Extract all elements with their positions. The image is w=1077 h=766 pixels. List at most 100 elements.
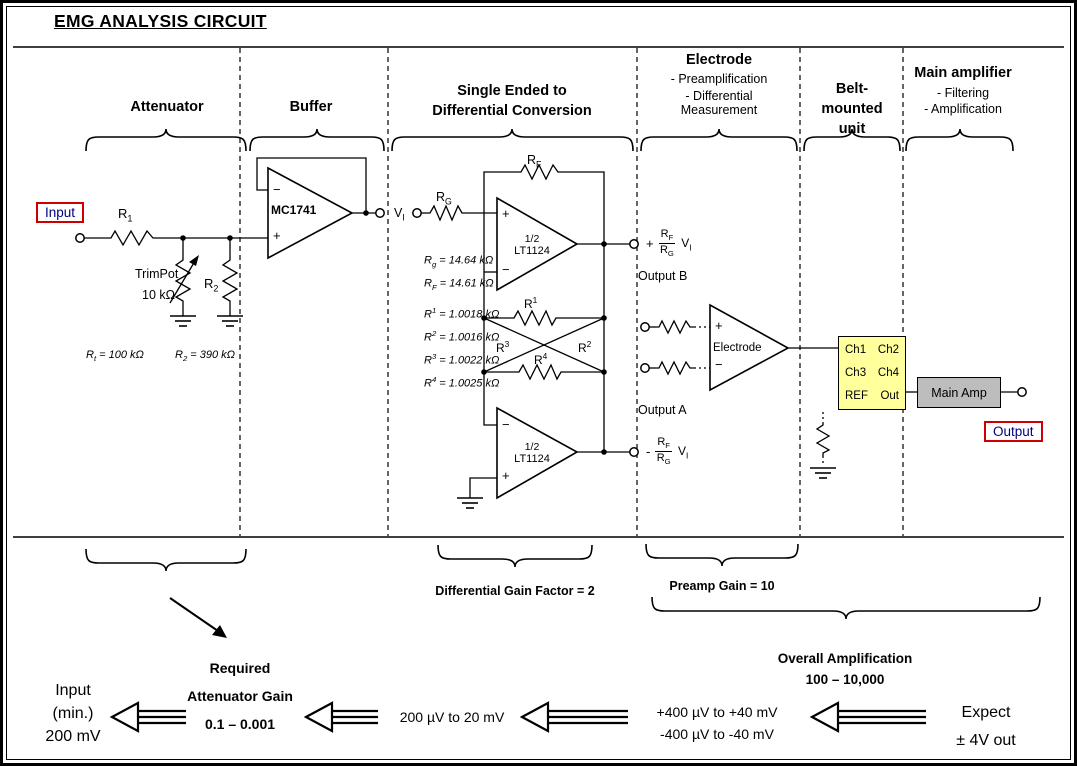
buffer-brace — [249, 128, 385, 152]
output-a-terminal — [629, 447, 639, 457]
electrode-plus-sign: + — [715, 318, 723, 333]
electrode-preamp — [709, 303, 790, 392]
output-a-gain-label: - RF RG VI — [646, 436, 689, 467]
buffer-plus-sign: + — [273, 228, 281, 243]
page-title: EMG ANALYSIS CIRCUIT — [54, 11, 267, 31]
r-sup2-label: R2 — [578, 339, 592, 355]
flow-range-block: +400 µV to +40 mV-400 µV to -40 mV — [656, 704, 778, 742]
dotted-wires — [694, 326, 824, 464]
r-sup4-label: R4 — [534, 351, 548, 367]
trimpot-value: 10 kΩ — [142, 288, 175, 302]
preamp-gain-label: Preamp Gain = 10 — [669, 579, 775, 593]
resistor-trimpot — [174, 256, 192, 304]
belt-cell: Ch4 — [877, 366, 899, 379]
col-electrode-label: Electrode - Preamplification - Different… — [670, 52, 768, 118]
opamps — [267, 166, 790, 500]
opamp-bottom-minus-sign: − — [502, 417, 510, 432]
belt-ground-resistor — [815, 422, 831, 456]
r2-note: R2 = 390 kΩ — [175, 349, 236, 364]
r2-label: R2 — [204, 276, 219, 294]
preamp-gain-brace — [645, 543, 799, 567]
flow-arrow-3 — [519, 701, 628, 733]
terminals — [75, 208, 1027, 457]
electrode-minus-sign: − — [715, 357, 723, 372]
flow-arrow-1 — [109, 701, 186, 733]
rt-note: Rt = 100 kΩ — [86, 349, 144, 364]
resistor-r1 — [106, 229, 158, 247]
se2diff-brace — [391, 128, 634, 152]
belt-cell: Ch3 — [845, 366, 867, 379]
belt-row: Ch3 Ch4 — [839, 367, 905, 379]
electrode-amp-label: Electrode — [713, 342, 762, 354]
col-attenuator-label: Attenuator — [130, 99, 204, 115]
note-line: R2 = 1.0016 kΩ — [424, 328, 500, 344]
note-line: Rg = 14.64 kΩ — [424, 254, 494, 269]
note-line: R1 = 1.0018 kΩ — [424, 306, 500, 321]
r-value-notes: R1 = 1.0018 kΩ R2 = 1.0016 kΩ R3 = 1.002… — [424, 303, 499, 394]
attenuator-brace — [85, 128, 247, 152]
resistor-r-sup4 — [515, 363, 565, 381]
input-label: Input — [36, 202, 85, 223]
buffer-opamp — [267, 166, 354, 260]
resistor-r-sup1 — [510, 309, 560, 327]
electrode-lead-top — [656, 319, 694, 335]
flow-arrow-4 — [809, 701, 926, 733]
trimpot-label: TrimPot — [135, 267, 179, 281]
r-sup1-label: R1 — [524, 295, 538, 311]
note-line: RF = 14.61 kΩ — [424, 277, 494, 292]
belt-cell: Ch1 — [845, 344, 867, 357]
r-sup3-label: R3 — [496, 339, 510, 355]
opamp-top-plus-sign: + — [502, 206, 510, 221]
flow-arrows — [109, 701, 926, 733]
junction-dots — [180, 210, 607, 455]
belt-unit-box: Ch1 Ch2 Ch3 Ch4 REF Out — [838, 336, 906, 410]
flow-input-block: Input(min.)200 mV — [45, 682, 101, 745]
electrode-lead-bottom — [656, 360, 694, 376]
opamp-bottom-plus-sign: + — [502, 468, 510, 483]
section-rules — [13, 46, 1064, 538]
mainamp-brace — [905, 128, 1014, 152]
rg-label: RG — [436, 190, 452, 207]
note-line: R4 = 1.0025 kΩ — [424, 374, 500, 390]
flow-arrow-2 — [303, 701, 378, 733]
note-line: R3 = 1.0022 kΩ — [424, 351, 500, 367]
rf-label: RF — [527, 153, 542, 170]
bottom-braces — [85, 543, 1041, 620]
lt1124-bottom-opamp — [496, 406, 579, 500]
output-label: Output — [984, 421, 1043, 442]
belt-brace — [803, 128, 901, 152]
resistor-r2 — [221, 256, 239, 304]
opamp-top-ic-label: 1/2 LT1124 — [514, 233, 550, 258]
output-b-label: Output B — [638, 269, 688, 283]
rg-rf-value-notes: Rg = 14.64 kΩ RF = 14.61 kΩ — [424, 249, 494, 295]
diff-gain-label: Differential Gain Factor = 2 — [435, 584, 595, 598]
lt1124-top-opamp — [496, 196, 579, 292]
belt-row: REF Out — [839, 390, 905, 402]
attenuator-gain-arrow — [169, 597, 227, 638]
section-dividers — [239, 48, 904, 536]
belt-row: Ch1 Ch2 — [839, 344, 905, 356]
col-mainamp-label: Main amplifier - Filtering - Amplificati… — [914, 65, 1012, 117]
output-a-label: Output A — [638, 403, 687, 417]
belt-cell: REF — [845, 389, 868, 402]
output-b-gain-label: + RF RG VI — [646, 228, 692, 259]
opamp-top-minus-sign: − — [502, 262, 510, 277]
electrode-brace — [640, 128, 798, 152]
output-b-terminal — [629, 239, 639, 249]
belt-cell: Ch2 — [877, 344, 899, 357]
flow-expect-block: Expect± 4V out — [956, 704, 1016, 749]
diff-gain-brace — [437, 544, 593, 568]
buffer-ic-label: MC1741 — [271, 203, 317, 217]
vi-terminal — [412, 208, 422, 218]
overall-amplification-brace — [651, 596, 1041, 620]
input-terminal — [75, 233, 85, 243]
opamp-bottom-ic-label: 1/2 LT1124 — [514, 441, 550, 466]
belt-cell: Out — [880, 389, 899, 402]
resistor-rg — [426, 204, 466, 222]
resistor-rf — [517, 163, 562, 181]
